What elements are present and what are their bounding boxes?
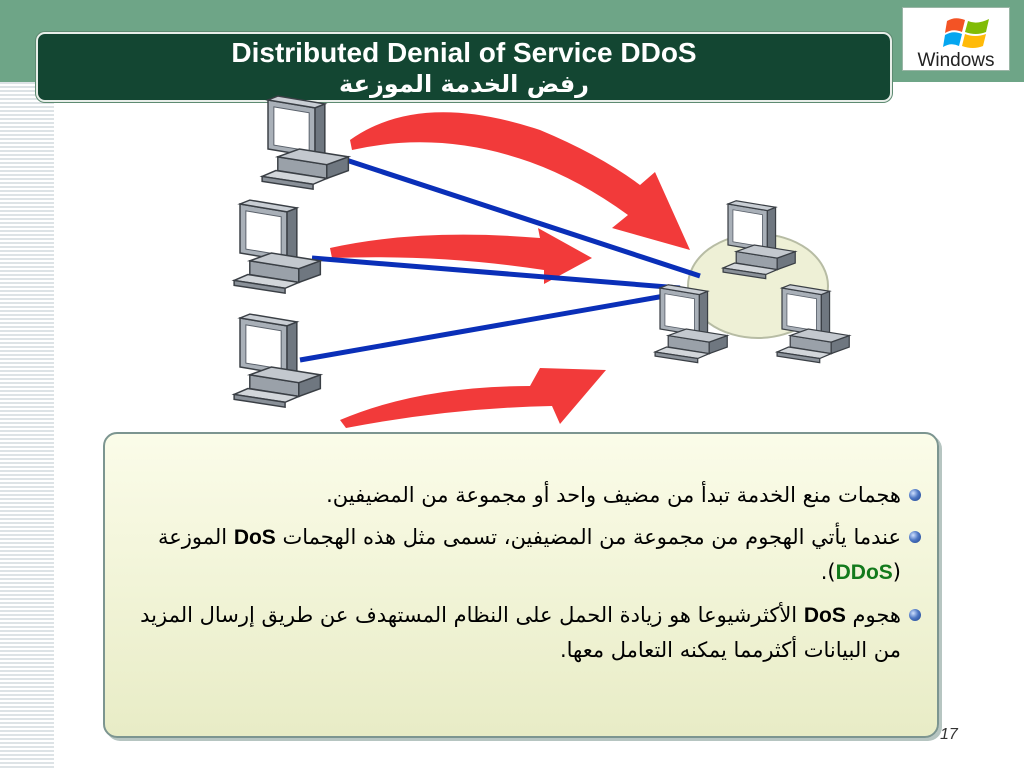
bullet-text: هجمات منع الخدمة تبدأ من مضيف واحد أو مج… [326, 483, 901, 507]
bullet-text: عندما يأتي الهجوم من مجموعة من المضيفين،… [282, 525, 902, 549]
computer-icon [233, 199, 322, 294]
bullet-item: عندما يأتي الهجوم من مجموعة من المضيفين،… [131, 520, 921, 590]
bullet-item: هجوم DoS الأكثرشيوعا هو زيادة الحمل على … [131, 598, 921, 667]
bullet-item: هجمات منع الخدمة تبدأ من مضيف واحد أو مج… [131, 478, 921, 512]
bullet-icon [909, 531, 921, 543]
page-number: 17 [940, 726, 958, 743]
red-attack-arrow [350, 112, 690, 250]
bullet-text: الأكثرشيوعا هو زيادة الحمل على النظام ال… [140, 603, 901, 662]
content-box: هجمات منع الخدمة تبدأ من مضيف واحد أو مج… [103, 432, 939, 738]
bullet-text: ). [820, 560, 836, 584]
title-bar: Distributed Denial of Service DDoS رفض ا… [36, 32, 892, 102]
bullet-text: هجوم [852, 603, 901, 627]
dos-term: DoS [803, 604, 846, 627]
network-link [299, 291, 677, 363]
red-attack-arrow [330, 228, 592, 284]
bullet-icon [909, 489, 921, 501]
red-attack-arrow [340, 368, 606, 428]
network-link [339, 155, 701, 279]
bullet-icon [909, 609, 921, 621]
left-stripe-decoration [0, 82, 54, 768]
bullet-list: هجمات منع الخدمة تبدأ من مضيف واحد أو مج… [131, 478, 921, 675]
computer-icon [261, 95, 350, 190]
bullet-text: الموزعة ( [157, 525, 901, 584]
dos-term: DoS [233, 526, 276, 549]
title-english: Distributed Denial of Service DDoS [231, 37, 697, 68]
title-arabic: رفض الخدمة الموزعة [339, 70, 589, 98]
computer-icon [776, 284, 850, 364]
ddos-term: DDoS [835, 561, 893, 584]
windows-logo-icon [943, 18, 989, 48]
windows-logo-text: Windows [917, 50, 995, 71]
network-link [311, 255, 681, 291]
windows-logo: Windows [902, 7, 1010, 71]
